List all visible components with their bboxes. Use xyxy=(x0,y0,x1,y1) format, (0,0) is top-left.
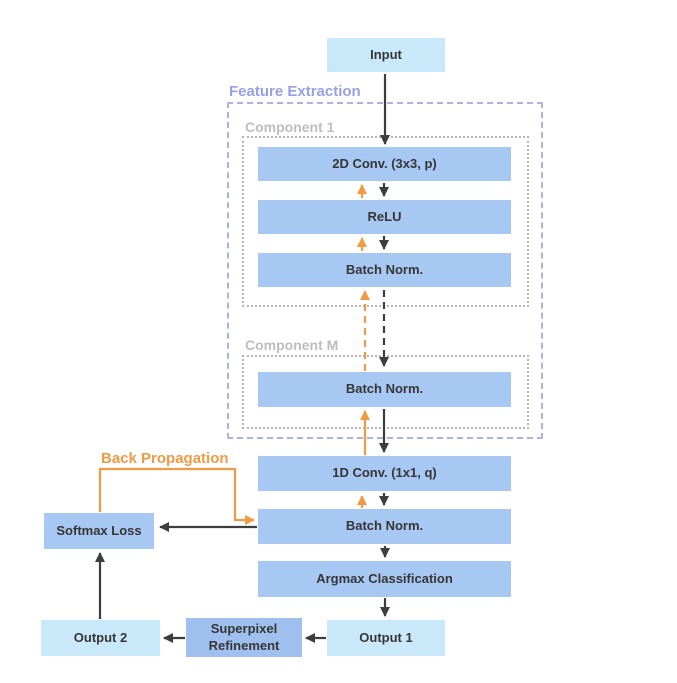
component-m-label: Component M xyxy=(245,337,339,353)
feature-extraction-label: Feature Extraction xyxy=(229,83,361,100)
conv2d-node: 2D Conv. (3x3, p) xyxy=(258,147,511,181)
component-1-label: Component 1 xyxy=(245,119,335,135)
batch-norm-1-node: Batch Norm. xyxy=(258,253,511,287)
back-propagation-label: Back Propagation xyxy=(101,450,229,467)
softmax-loss-node: Softmax Loss xyxy=(44,513,154,549)
conv1d-node: 1D Conv. (1x1, q) xyxy=(258,456,511,491)
input-node: Input xyxy=(327,38,445,72)
batch-norm-m-node: Batch Norm. xyxy=(258,372,511,407)
superpixel-refinement-node: Superpixel Refinement xyxy=(186,618,302,657)
output-1-node: Output 1 xyxy=(327,620,445,656)
component-m-group-border xyxy=(242,355,529,429)
output-2-node: Output 2 xyxy=(41,620,160,656)
argmax-classification-node: Argmax Classification xyxy=(258,561,511,597)
relu-node: ReLU xyxy=(258,200,511,234)
batch-norm-2-node: Batch Norm. xyxy=(258,509,511,544)
